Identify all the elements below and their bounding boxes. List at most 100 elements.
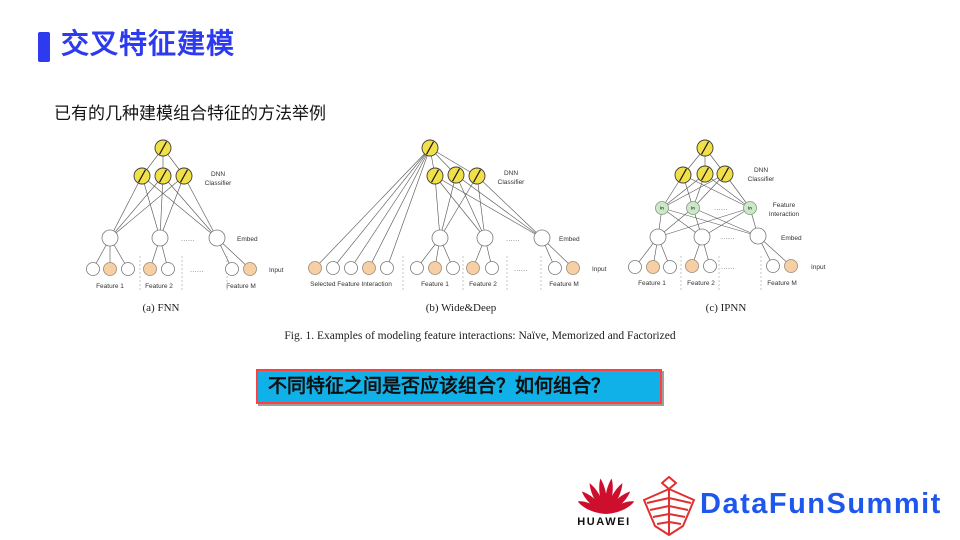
input-node [410, 261, 424, 275]
network-edge [159, 175, 185, 239]
feature-2-label: Feature 2 [687, 280, 715, 287]
network-edge [429, 147, 478, 177]
inner-product-label: in [660, 206, 664, 211]
huawei-wordmark: HUAWEI [577, 516, 631, 528]
activation-slash [451, 168, 461, 182]
activation-slash [137, 169, 147, 183]
feature-m-label: Feature M [767, 280, 797, 287]
wide-input-node [380, 261, 394, 275]
network-edge [434, 175, 441, 239]
input-node [446, 261, 460, 275]
input-node [566, 261, 580, 275]
activation-slash [425, 141, 435, 155]
input-node [784, 259, 798, 273]
activation-slash [158, 169, 168, 183]
embed-label: Embed [781, 235, 802, 242]
activation-slash [700, 141, 710, 155]
network-edge [109, 175, 143, 239]
ipnn-diagram: DNN Classifier ...... Feature Interactio… [628, 139, 826, 291]
wide-deep-diagram: DNN Classifier ...... Embed ...... Input… [308, 139, 607, 291]
ellipsis: ...... [714, 205, 728, 212]
ellipsis: ...... [721, 234, 735, 241]
diagram-caption-a: (a) FNN [142, 302, 180, 314]
network-edge [439, 174, 457, 239]
input-label: Input [269, 267, 284, 274]
datafun-logo-icon [643, 476, 695, 536]
diagram-caption-b: (b) Wide&Deep [425, 302, 497, 314]
slide-title: 交叉特征建模 [61, 28, 236, 59]
ellipsis: ...... [190, 267, 204, 274]
network-edge [476, 175, 486, 239]
datafunsummit-wordmark: DataFunSummit [700, 488, 942, 520]
activation-slash [472, 169, 482, 183]
feature-2-label: Feature 2 [145, 283, 173, 290]
input-node [548, 261, 562, 275]
network-edge [183, 175, 218, 239]
network-edge [661, 173, 706, 209]
feature-1-label: Feature 1 [96, 283, 124, 290]
network-edge [109, 175, 185, 239]
network-edge [434, 175, 486, 239]
input-node [703, 259, 717, 273]
network-edge [455, 174, 543, 239]
embed-label: Embed [559, 236, 580, 243]
input-node [628, 260, 642, 274]
inner-product-node [686, 201, 700, 215]
dnn-label: DNN [211, 171, 225, 178]
input-node [143, 262, 157, 276]
input-node [485, 261, 499, 275]
ellipsis: ...... [181, 236, 195, 243]
embed-node [476, 229, 494, 247]
feature-interaction-label: Feature [773, 202, 796, 209]
ellipsis: ...... [721, 264, 735, 271]
embed-node [533, 229, 551, 247]
classifier-label: Classifier [498, 179, 526, 186]
feature-m-label: Feature M [226, 283, 256, 290]
embed-node [101, 229, 119, 247]
question-box: 不同特征之间是否应该组合？如何组合？ [256, 369, 662, 404]
input-label: Input [592, 266, 607, 273]
input-node [466, 261, 480, 275]
network-edge [434, 175, 543, 239]
feature-2-label: Feature 2 [469, 281, 497, 288]
feature-1-label: Feature 1 [421, 281, 449, 288]
activation-slash [179, 169, 189, 183]
network-edge [701, 207, 751, 238]
activation-slash [700, 167, 710, 181]
activation-slash [678, 168, 688, 182]
input-node [685, 259, 699, 273]
embed-node [649, 228, 667, 246]
network-edge [350, 147, 431, 269]
wide-input-node [308, 261, 322, 275]
network-edge [657, 207, 751, 238]
input-node [103, 262, 117, 276]
title-accent-bar [38, 32, 50, 62]
input-node [121, 262, 135, 276]
network-edge [692, 207, 759, 237]
input-label: Input [811, 264, 826, 271]
ellipsis: ...... [506, 236, 520, 243]
dnn-label: DNN [504, 170, 518, 177]
feature-m-label: Feature M [549, 281, 579, 288]
network-edge [159, 175, 164, 239]
input-node [225, 262, 239, 276]
network-edge [314, 147, 431, 269]
input-node [428, 261, 442, 275]
classifier-label: Classifier [748, 176, 776, 183]
network-edge [476, 175, 543, 239]
feature-interaction-label: Interaction [769, 211, 800, 218]
input-node [766, 259, 780, 273]
input-node [86, 262, 100, 276]
wide-part-label: Selected Feature Interaction [310, 281, 392, 288]
embed-label: Embed [237, 236, 258, 243]
network-edge [661, 207, 759, 237]
network-edge [455, 174, 486, 239]
activation-slash [158, 141, 168, 155]
wide-input-node [344, 261, 358, 275]
embed-node [208, 229, 226, 247]
inner-product-label: in [748, 206, 752, 211]
slide-subtitle: 已有的几种建模组合特征的方法举例 [54, 104, 326, 123]
network-edge [141, 175, 161, 239]
classifier-label: Classifier [205, 180, 233, 187]
input-node [161, 262, 175, 276]
